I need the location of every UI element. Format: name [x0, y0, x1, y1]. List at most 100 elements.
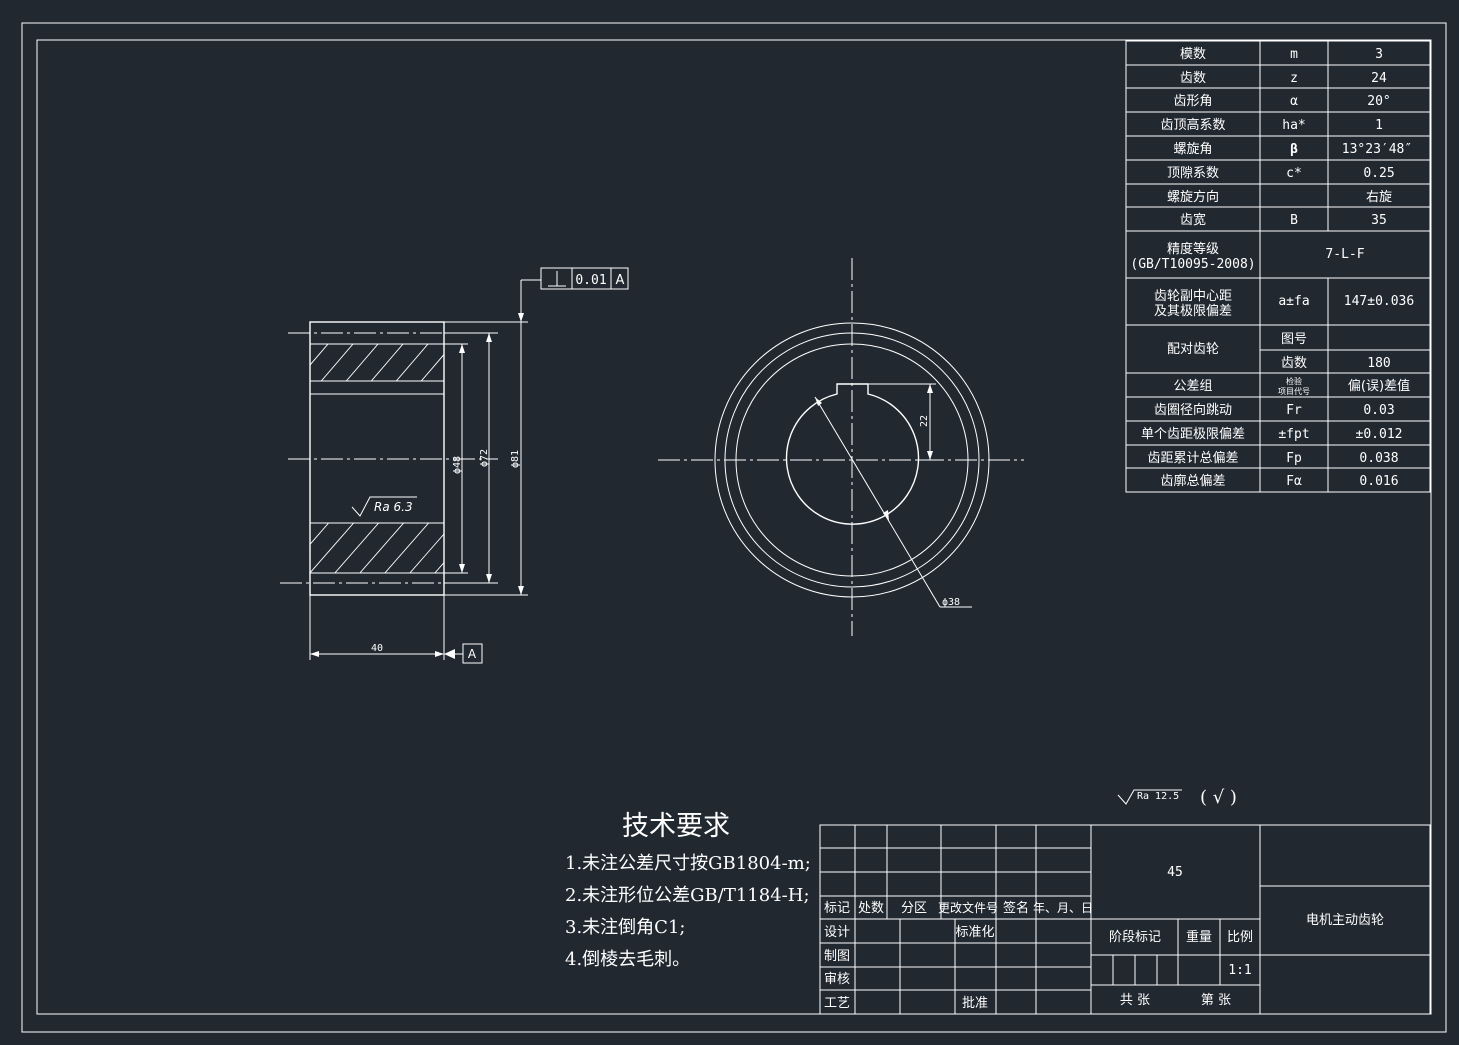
tb-scale-label: 比例 — [1227, 930, 1253, 945]
tb-header-mark: 标记 — [824, 901, 850, 916]
param-symbol-face-width: B — [1290, 213, 1298, 228]
param-name-face-width: 齿宽 — [1180, 212, 1206, 228]
default-roughness-note: Ra 12.5 ( √ ) — [1117, 787, 1237, 808]
dim-width-40: 40 — [371, 643, 383, 654]
center-distance-symbol: a±fa — [1278, 294, 1309, 309]
roughness-symbol-ra63: Ra 6.3 — [351, 496, 417, 517]
perpendicularity-tolerance-frame: 0.01 A — [540, 267, 629, 290]
param-value-module: 3 — [1375, 47, 1383, 62]
center-distance-label-2: 及其极限偏差 — [1154, 304, 1232, 319]
dim-diameter-81: ϕ81 — [510, 450, 521, 468]
tol-symbol-single-pitch: ±fpt — [1278, 427, 1309, 442]
datum-a-symbol: A — [444, 643, 483, 664]
center-distance-label: 齿轮副中心距 — [1154, 289, 1232, 304]
tol-value-single-pitch: ±0.012 — [1356, 427, 1403, 442]
tb-sheet-no: 第 张 — [1201, 993, 1231, 1008]
tol-value-runout: 0.03 — [1363, 403, 1394, 418]
param-symbol-pressure-angle: α — [1290, 94, 1298, 109]
roughness-ra63-text: Ra 6.3 — [374, 500, 413, 514]
tb-part-name: 电机主动齿轮 — [1306, 913, 1384, 928]
tb-design: 设计 — [824, 925, 850, 940]
mating-teeth-value: 180 — [1367, 356, 1390, 371]
tolerance-item-code-1: 检验 — [1286, 376, 1302, 386]
section-hatch-top — [310, 344, 444, 381]
dim-diameter-48: ϕ48 — [452, 456, 463, 474]
perpendicular-icon — [548, 271, 566, 287]
technical-requirements: 技术要求 1.未注公差尺寸按GB1804-m; 2.未注形位公差GB/T1184… — [565, 811, 811, 970]
param-value-clearance-coef: 0.25 — [1363, 166, 1394, 181]
param-name-module: 模数 — [1180, 47, 1206, 62]
tb-material: 45 — [1167, 865, 1183, 880]
tech-req-item-1: 1.未注公差尺寸按GB1804-m; — [565, 853, 811, 874]
tol-value-profile: 0.016 — [1359, 474, 1398, 489]
param-value-face-width: 35 — [1371, 213, 1387, 228]
param-symbol-helix-angle: β — [1290, 142, 1298, 157]
param-value-addendum-coef: 1 — [1375, 118, 1383, 133]
side-section-view: ϕ48 ϕ72 ϕ81 0.01 A 40 — [280, 267, 629, 664]
dim-diameter-72: ϕ72 — [479, 449, 490, 467]
tol-value-cumulative-pitch: 0.038 — [1359, 451, 1398, 466]
param-name-helix-angle: 螺旋角 — [1173, 142, 1212, 157]
dim-keyway-22: 22 — [919, 415, 930, 427]
param-name-pressure-angle: 齿形角 — [1173, 94, 1212, 109]
param-value-helix-angle: 13°23′48″ — [1342, 142, 1412, 157]
tb-total-sheets: 共 张 — [1120, 993, 1150, 1008]
accuracy-value: 7-L-F — [1325, 247, 1364, 262]
param-value-teeth: 24 — [1371, 71, 1387, 86]
tb-header-zone: 分区 — [901, 901, 927, 916]
dim-bore-38: ϕ38 — [942, 597, 960, 608]
accuracy-label: 精度等级 — [1167, 241, 1219, 257]
tol-name-cumulative-pitch: 齿距累计总偏差 — [1147, 451, 1238, 466]
tb-process: 工艺 — [824, 996, 850, 1011]
center-distance-value: 147±0.036 — [1344, 294, 1414, 309]
default-roughness-check: ( √ ) — [1200, 787, 1237, 808]
param-name-helix-direction: 螺旋方向 — [1167, 189, 1219, 205]
perpendicularity-datum: A — [616, 273, 625, 288]
tb-approve: 批准 — [962, 996, 988, 1011]
mating-gear-label: 配对齿轮 — [1167, 342, 1219, 357]
tol-name-runout: 齿圈径向跳动 — [1154, 402, 1232, 418]
tb-stage-mark: 阶段标记 — [1109, 930, 1161, 945]
tolerance-group-label: 公差组 — [1173, 379, 1212, 394]
tb-scale-value: 1:1 — [1228, 963, 1251, 978]
tol-name-profile: 齿廓总偏差 — [1160, 473, 1225, 489]
gear-parameter-table: 模数 m 3 齿数 z 24 齿形角 α 20° 齿顶高系数 ha* 1 螺旋角… — [1125, 40, 1431, 493]
section-hatch-bottom — [310, 523, 444, 573]
tb-header-change-doc: 更改文件号 — [938, 900, 998, 915]
tech-req-title: 技术要求 — [622, 811, 730, 842]
param-name-teeth: 齿数 — [1180, 71, 1206, 86]
tech-req-item-3: 3.未注倒角C1; — [565, 917, 685, 938]
datum-a-label: A — [468, 647, 477, 661]
tol-symbol-cumulative-pitch: Fp — [1286, 451, 1302, 466]
param-symbol-teeth: z — [1290, 71, 1298, 86]
front-view: 22 ϕ38 — [658, 258, 1024, 636]
mating-teeth-label: 齿数 — [1281, 356, 1307, 371]
tech-req-item-4: 4.倒棱去毛刺。 — [565, 949, 690, 970]
title-block: 标记 处数 分区 更改文件号 签名 年、月、日 设计 标准化 制图 审核 工艺 … — [819, 824, 1431, 1015]
outer-frame — [21, 22, 1447, 1033]
param-symbol-addendum-coef: ha* — [1282, 118, 1305, 133]
param-name-addendum-coef: 齿顶高系数 — [1160, 117, 1225, 133]
tol-symbol-profile: Fα — [1286, 474, 1302, 489]
perpendicularity-value: 0.01 — [575, 273, 606, 288]
tb-header-signature: 签名 — [1003, 900, 1029, 916]
param-symbol-module: m — [1290, 47, 1298, 62]
tolerance-item-code-2: 项目代号 — [1278, 386, 1310, 396]
param-value-helix-direction: 右旋 — [1366, 190, 1392, 205]
tolerance-deviation-label: 偏(误)差值 — [1348, 378, 1410, 394]
param-symbol-clearance-coef: c* — [1286, 166, 1302, 181]
accuracy-standard: (GB/T10095-2008) — [1130, 257, 1255, 272]
tb-standardize: 标准化 — [955, 925, 994, 940]
tb-review: 审核 — [824, 972, 850, 987]
tb-drawing: 制图 — [824, 949, 850, 964]
tb-header-count: 处数 — [858, 901, 884, 916]
param-value-pressure-angle: 20° — [1367, 94, 1390, 109]
inner-frame — [36, 39, 1432, 1015]
mating-drawing-no-label: 图号 — [1281, 332, 1307, 347]
default-roughness-text: Ra 12.5 — [1137, 791, 1179, 802]
tech-req-item-2: 2.未注形位公差GB/T1184-H; — [565, 885, 810, 906]
tb-header-date: 年、月、日 — [1033, 901, 1093, 915]
tb-weight: 重量 — [1186, 929, 1212, 945]
param-name-clearance-coef: 顶隙系数 — [1167, 166, 1219, 181]
